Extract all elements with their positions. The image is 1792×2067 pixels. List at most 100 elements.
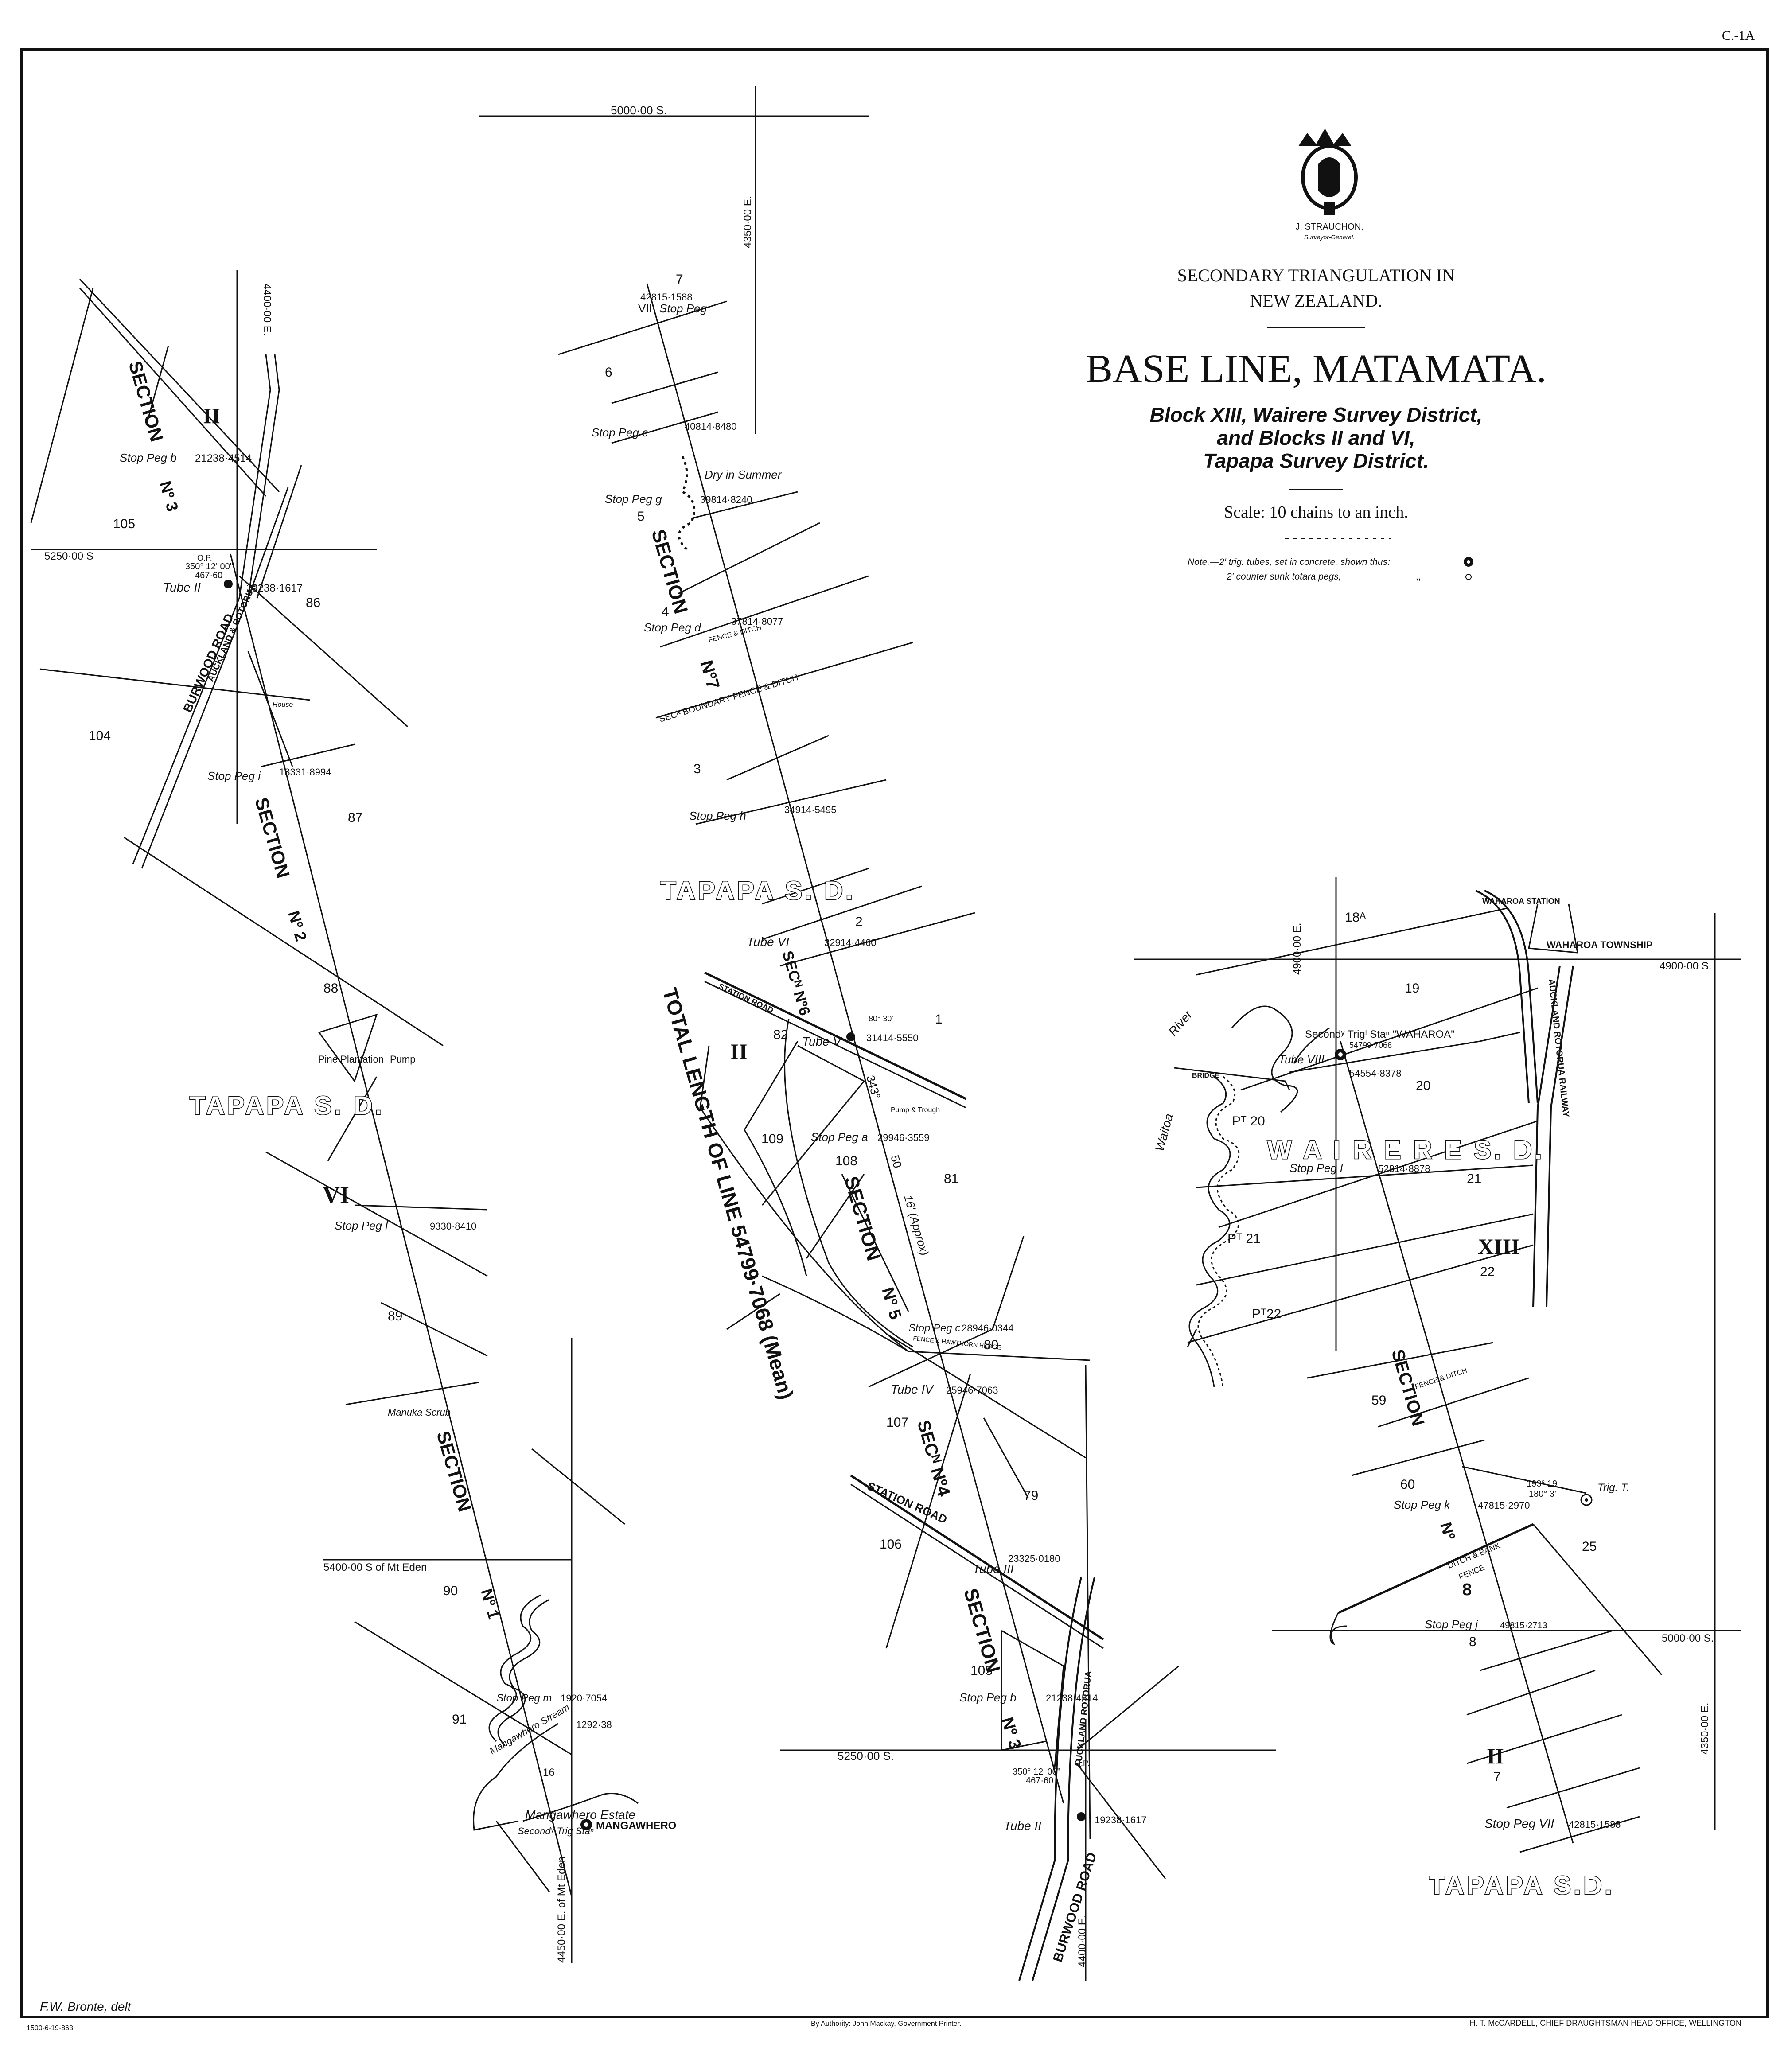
peg-k-value: 47815·2970: [1478, 1500, 1530, 1511]
subtitle-2: and Blocks II and VI,: [1217, 426, 1415, 449]
grid-label-5250-left: 5250·00 S: [44, 550, 93, 562]
lot-8-right: 8: [1469, 1635, 1476, 1649]
note-2: 2' counter sunk totara pegs,: [1226, 572, 1341, 582]
title-line-1: SECONDARY TRIANGULATION IN: [1177, 265, 1455, 285]
delineator: F.W. Bronte, delt: [40, 2000, 132, 2013]
trig-t-label: Trig. T.: [1597, 1482, 1629, 1494]
lot-89: 89: [388, 1309, 402, 1324]
offset-label: 467·60: [195, 571, 222, 580]
subtitle-3: Tapapa Survey District.: [1203, 449, 1429, 472]
block-vi-left: VI: [323, 1182, 349, 1208]
peg-7-right-value: 42815·1588: [1569, 1819, 1621, 1830]
mid-lot-79: 79: [1024, 1488, 1038, 1503]
wairere-sd: W A I R E R E S. D.: [1267, 1136, 1544, 1164]
pump-label: Pump: [390, 1054, 415, 1065]
waharoa-trig-label: Secondʸ Trigˡ Staⁿ "WAHAROA": [1305, 1028, 1455, 1040]
tube-4-label: Tube IV: [891, 1382, 934, 1396]
mid-peg-h-value: 34914·5495: [784, 804, 836, 815]
peg-7-right: Stop Peg VII: [1484, 1817, 1554, 1830]
peg-m-value: 1920·7054: [561, 1693, 607, 1704]
grid-label-4900s: 4900·00 S.: [1660, 960, 1711, 972]
tube-8-label: Tube VIII: [1278, 1053, 1325, 1066]
surveyor-title: Surveyor-General.: [1304, 234, 1355, 241]
footer: F.W. Bronte, delt 1500-6-19-863 By Autho…: [27, 2000, 1741, 2032]
grid-label-4350-right: 4350·00 E.: [1699, 1703, 1711, 1755]
tube-2-value: 19238·1617: [246, 582, 303, 594]
title-line-2: NEW ZEALAND.: [1250, 291, 1382, 311]
ditch-bank-fence: [1337, 1523, 1534, 1614]
grid-label-4400-left: 4400·00 E.: [261, 284, 273, 335]
angle-350-mid: 350° 12' 00": [1013, 1767, 1060, 1777]
mid-peg-b2-value: 21238·4514: [1046, 1693, 1098, 1704]
lot-20: 20: [1416, 1078, 1430, 1093]
grid-label-4900e: 4900·00 E.: [1291, 923, 1303, 975]
peg-i-value: 18331·8994: [279, 767, 331, 778]
mid-lot-106: 106: [880, 1537, 902, 1552]
mid-peg-c: Stop Peg c: [592, 426, 648, 439]
surveyor-name: J. STRAUCHON,: [1295, 222, 1363, 232]
mid-lot-107: 107: [886, 1415, 908, 1430]
mid-peg-d-value: 37814·8077: [731, 616, 783, 627]
mid-road: [704, 971, 967, 1100]
crown-seal-icon: [1298, 128, 1358, 215]
waharoa-township: WAHAROA TOWNSHIP: [1547, 939, 1653, 950]
peg-1-label: Stop Peg l: [335, 1219, 388, 1232]
lot-22: 22: [1480, 1265, 1495, 1279]
peg-m-label: Stop Peg m: [496, 1692, 552, 1704]
trig-mangawhero: MANGAWHERO: [596, 1820, 676, 1832]
waharoa-station: WAHAROA STATION: [1482, 897, 1560, 906]
waitoa-river: [1188, 1076, 1231, 1387]
mid-peg-c-value: 40814·8480: [685, 421, 736, 432]
tapapa-sd-3: TAPAPA S.D.: [1429, 1871, 1614, 1900]
peg-j-label: Stop Peg j: [1425, 1618, 1478, 1631]
peg-1-value: 9330·8410: [430, 1221, 476, 1232]
tube-5-label: Tube V: [802, 1035, 842, 1048]
dry-in-summer: Dry in Summer: [705, 468, 782, 481]
pine-label: Pine Plantation: [318, 1054, 384, 1065]
peg-b-value: 21238·4514: [195, 452, 252, 464]
lot-88: 88: [323, 981, 338, 996]
printer: By Authority: John Mackay, Government Pr…: [811, 2020, 961, 2028]
mid-lot-6: 6: [605, 365, 612, 380]
mid-lot-105: 105: [970, 1663, 993, 1678]
angle-180: 180° 3': [1529, 1489, 1556, 1499]
mid-lot-5: 5: [637, 509, 645, 524]
peg-j-value: 49815·2713: [1500, 1621, 1547, 1631]
value-1292: 1292·38: [576, 1719, 612, 1730]
trig-label: Secondʸ Trig Staⁿ: [518, 1826, 594, 1837]
pt-21: Pᵀ 21: [1227, 1231, 1261, 1246]
mid-lot-4: 4: [662, 604, 669, 619]
totara-peg-symbol-icon: [1465, 574, 1472, 580]
lot-16: 16: [543, 1767, 555, 1779]
lot-59: 59: [1371, 1393, 1386, 1408]
draughtsman: H. T. McCARDELL, CHIEF DRAUGHTSMAN HEAD …: [1470, 2019, 1741, 2028]
mid-peg-g-value: 39814·8240: [700, 494, 752, 505]
tube-5-value: 31414·5550: [866, 1032, 918, 1043]
lot-87: 87: [348, 810, 362, 825]
lot-90: 90: [443, 1584, 458, 1598]
mid-lot-3: 3: [693, 762, 701, 776]
grid-label-4400-mid: 4400·00 E.: [1076, 1915, 1088, 1967]
right-section-8-num: 8: [1462, 1580, 1472, 1599]
mid-peg-a-value: 29946·3559: [877, 1132, 929, 1143]
bridge-label: BRIDGE: [1192, 1072, 1220, 1079]
tube-4-value: 25946·7063: [946, 1385, 998, 1396]
grid-label-5400: 5400·00 S of Mt Eden: [323, 1561, 427, 1573]
tube-8-value: 54554·8378: [1349, 1068, 1401, 1079]
grid-label-5000: 5000·00 S.: [611, 104, 667, 117]
left-strip: SECTION Nº 3 SECTION Nº 2 SECTION Nº 1 B…: [30, 270, 676, 1963]
lot-21: 21: [1467, 1172, 1481, 1186]
angle-193: 193° 19': [1527, 1479, 1559, 1489]
tube-3-value: 23325·0180: [1008, 1553, 1060, 1564]
angle-label: 350° 12' 00": [185, 562, 233, 572]
tube-5-icon: [846, 1032, 855, 1041]
peg-k-label: Stop Peg k: [1394, 1498, 1451, 1511]
block-ii-right: II: [1487, 1744, 1504, 1768]
grid-label-5250-mid: 5250·00 S.: [838, 1749, 894, 1763]
tube-6-label: Tube VI: [747, 935, 789, 949]
lot-7-right: 7: [1493, 1770, 1501, 1784]
block-xiii: XIII: [1478, 1234, 1519, 1259]
pt-20: Pᵀ 20: [1232, 1114, 1265, 1129]
subtitle-1: Block XIII, Wairere Survey District,: [1150, 403, 1483, 426]
